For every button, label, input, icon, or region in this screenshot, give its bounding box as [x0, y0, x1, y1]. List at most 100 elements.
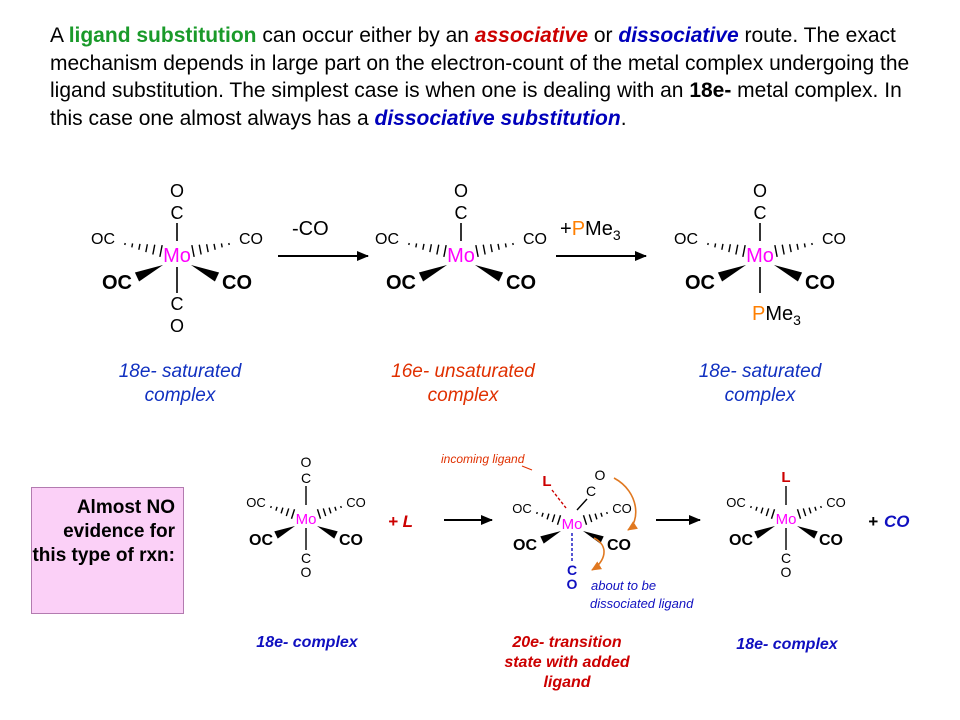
hash-bond [285, 508, 290, 517]
hash-bond [721, 243, 724, 250]
wedge-bond [317, 526, 338, 539]
hash-bond [728, 244, 732, 253]
atom-label: C [455, 203, 468, 223]
atom-label: OC [513, 537, 537, 554]
hash-bond [152, 244, 156, 255]
incoming-ligand: L [542, 473, 551, 490]
intro-text: or [588, 24, 619, 47]
hash-bond [443, 244, 447, 258]
hash-bond [280, 507, 284, 514]
atom-label: OC [674, 231, 698, 248]
atom-label: OC [249, 532, 273, 549]
atom-label: C [171, 203, 184, 223]
atom-label: OC [512, 501, 532, 516]
hash-bond [735, 244, 739, 255]
hash-bond [802, 508, 807, 517]
hash-bond [159, 244, 163, 258]
term-dissociative: dissociative [618, 24, 739, 47]
atom-label: O [301, 564, 312, 580]
hash-bond [536, 511, 538, 515]
hash-bond [220, 243, 223, 248]
atom-label: CO [239, 231, 263, 248]
wedge-bond [134, 265, 163, 282]
intro-text: A [50, 24, 69, 47]
incoming-ligand-pointer [521, 465, 533, 471]
atom-label: CO [346, 495, 366, 510]
intro-text: metal complex. In this case one almost a… [50, 79, 902, 130]
hash-bond [482, 244, 486, 255]
hash-bond [765, 508, 770, 517]
intro-text: . [620, 106, 627, 130]
atom-label: C [171, 294, 184, 314]
atom-label: CO [222, 272, 252, 294]
hash-bond [205, 244, 209, 253]
complex-label: 18e- complex [736, 636, 838, 653]
metal-center: Mo [296, 511, 317, 528]
atom-label: C [301, 550, 311, 566]
hash-bond [594, 513, 598, 520]
reagent-minus-co: -CO [292, 218, 329, 240]
hash-bond [198, 244, 202, 255]
hash-bond [556, 515, 562, 525]
wedge-bond [274, 526, 295, 539]
atom-label: CO [339, 532, 363, 549]
atom-label: O [170, 316, 184, 336]
bond [576, 498, 588, 511]
hash-bond [213, 243, 216, 250]
hash-bond [755, 506, 758, 511]
hash-bond [582, 515, 588, 525]
atom-label: O [753, 181, 767, 201]
hash-bond [475, 244, 479, 258]
wedge-bond [191, 265, 220, 282]
hash-bond [551, 514, 556, 523]
metal-center: Mo [447, 245, 475, 267]
hash-bond [340, 505, 342, 509]
hash-bond [770, 509, 776, 519]
hash-bond [796, 509, 802, 519]
product-plus-co: +CO [868, 512, 909, 531]
hash-bond [429, 244, 433, 253]
electron-push-arrow [613, 477, 638, 531]
dissociating-ligand-note: dissociated ligand [590, 596, 694, 611]
hash-bond [774, 244, 778, 258]
hash-bond [808, 507, 812, 514]
leaving-ligand: O [567, 576, 578, 592]
atom-label: CO [819, 532, 843, 549]
note-box: Almost NO evidence for this type of rxn: [31, 487, 184, 614]
leaving-ligand: C [567, 562, 577, 578]
atom-label: C [586, 483, 596, 499]
hash-bond [322, 508, 327, 517]
atom-label: OC [91, 231, 115, 248]
hash-bond [504, 243, 507, 248]
wedge-bond [540, 531, 561, 544]
incoming-ligand-note: incoming ligand [441, 452, 525, 466]
hash-bond [588, 514, 593, 523]
atom-label: OC [375, 231, 399, 248]
atom-label: C [301, 470, 311, 486]
complex-label: 18e- saturated complex [698, 361, 822, 406]
atom-label: OC [685, 272, 715, 294]
metal-center: Mo [776, 511, 797, 528]
dissociating-ligand-note: about to be [591, 578, 656, 593]
term-associative: associative [474, 24, 589, 47]
hash-bond [820, 505, 822, 509]
intro-text: can occur either by an [256, 24, 475, 47]
hash-bond [334, 506, 337, 511]
pme3-ligand: PMe3 [752, 303, 801, 328]
term-18e: 18e- [689, 79, 732, 102]
hash-bond [814, 506, 817, 511]
atom-label: OC [102, 272, 132, 294]
hash-bond [138, 243, 141, 250]
hash-bond [275, 506, 278, 511]
atom-label: CO [822, 231, 846, 248]
hash-bond [742, 244, 746, 258]
hash-bond [803, 243, 806, 248]
hash-bond [422, 243, 425, 250]
wedge-bond [774, 265, 803, 282]
hash-bond [714, 243, 717, 248]
hash-bond [796, 243, 799, 250]
atom-label: O [170, 181, 184, 201]
hash-bond [497, 243, 500, 250]
atom-label: O [781, 564, 792, 580]
hash-bond [415, 243, 418, 248]
